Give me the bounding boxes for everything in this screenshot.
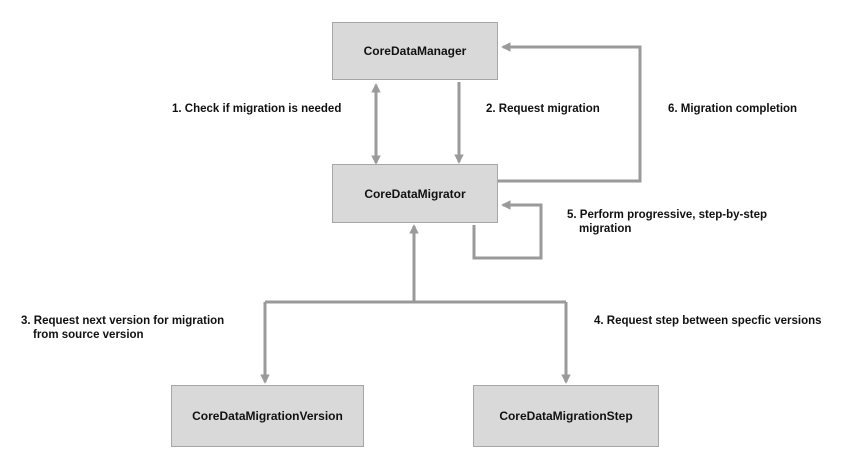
edge-label-4: 4. Request step between specfic versions [594, 315, 822, 327]
core-data-migration-step-node: CoreDataMigrationStep [473, 385, 659, 447]
edge-label-5-line1: 5. Perform progressive, step-by-step [567, 209, 768, 221]
core-data-migration-version-node: CoreDataMigrationVersion [171, 385, 364, 447]
edge-label-6: 6. Migration completion [668, 103, 798, 115]
edge-label-3-line2: from source version [33, 329, 144, 341]
edge-self-loop [472, 200, 543, 260]
core-data-migrator-node: CoreDataMigrator [332, 164, 498, 223]
core-data-manager-node: CoreDataManager [332, 22, 498, 80]
edge-label-3: 3. Request next version for migration fr… [21, 314, 224, 342]
edge-migration-completion [498, 42, 642, 183]
edge-label-5-line2: migration [579, 223, 632, 235]
edge-label-1: 1. Check if migration is needed [172, 103, 342, 115]
edge-label-2: 2. Request migration [486, 103, 600, 115]
edge-label-5: 5. Perform progressive, step-by-step mig… [567, 208, 767, 236]
edge-label-3-line1: 3. Request next version for migration [21, 315, 225, 327]
